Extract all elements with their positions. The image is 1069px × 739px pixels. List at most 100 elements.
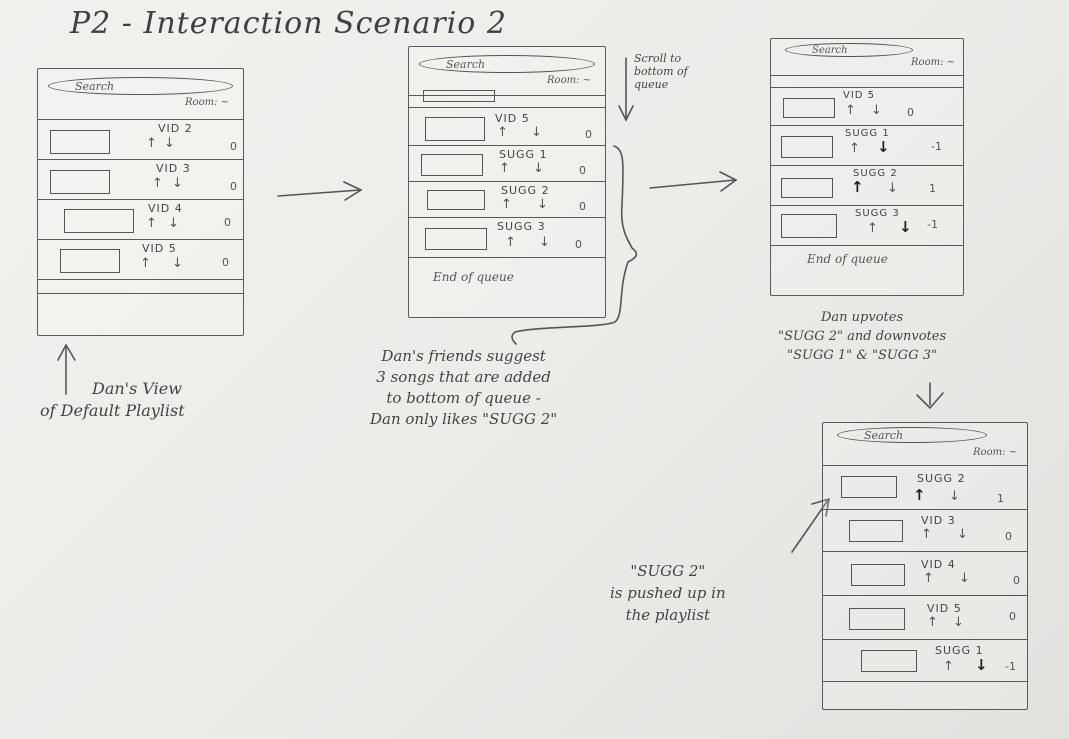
playlist-row[interactable]: VID 2 ↑ ↓ 0 bbox=[38, 119, 243, 159]
votes-note: Dan upvotes "SUGG 2" and downvotes "SUGG… bbox=[778, 308, 946, 365]
up-arrow-icon[interactable]: ↑ bbox=[921, 527, 932, 542]
search-input[interactable]: Search bbox=[837, 427, 987, 443]
video-thumbnail bbox=[425, 228, 487, 250]
down-arrow-icon[interactable]: ↓ bbox=[168, 216, 179, 231]
video-thumbnail bbox=[781, 178, 833, 198]
down-arrow-icon[interactable]: ↓ bbox=[959, 571, 970, 586]
video-thumbnail bbox=[425, 117, 485, 141]
up-arrow-icon[interactable]: ↑ bbox=[501, 197, 512, 212]
flow-arrow-1 bbox=[277, 189, 361, 197]
pushed-note-line: is pushed up in bbox=[610, 584, 726, 602]
up-arrow-icon[interactable]: ↑ bbox=[146, 216, 157, 231]
room-label: Room: ~ bbox=[185, 97, 229, 108]
up-arrow-icon[interactable]: ↑ bbox=[499, 161, 510, 176]
playlist-row[interactable]: VID 3 ↑ ↓ 0 bbox=[38, 159, 243, 199]
up-arrow-icon[interactable]: ↑ bbox=[913, 486, 926, 504]
up-arrow-icon[interactable]: ↑ bbox=[923, 571, 934, 586]
video-name: SUGG 2 bbox=[853, 168, 898, 179]
votes-note-line: Dan upvotes bbox=[820, 310, 904, 325]
playlist-row[interactable]: VID 5 ↑ ↓ 0 bbox=[771, 87, 963, 125]
video-thumbnail bbox=[427, 190, 485, 210]
video-thumbnail bbox=[781, 136, 833, 158]
down-arrow-icon[interactable]: ↓ bbox=[975, 656, 988, 674]
video-thumbnail bbox=[423, 90, 495, 102]
video-name: VID 3 bbox=[921, 514, 956, 527]
vote-score: 0 bbox=[1009, 610, 1016, 623]
up-arrow-icon[interactable]: ↑ bbox=[943, 659, 954, 674]
empty-footer bbox=[38, 293, 243, 294]
vote-score: -1 bbox=[927, 218, 938, 231]
playlist-row[interactable]: VID 3 ↑ ↓ 0 bbox=[823, 509, 1027, 551]
up-arrow-icon[interactable]: ↑ bbox=[849, 141, 860, 156]
room-label: Room: ~ bbox=[547, 75, 591, 86]
video-thumbnail bbox=[851, 564, 905, 586]
friends-note: Dan's friends suggest 3 songs that are a… bbox=[370, 346, 557, 430]
up-arrow-icon[interactable]: ↑ bbox=[851, 178, 864, 196]
up-arrow-icon[interactable]: ↑ bbox=[867, 221, 878, 236]
video-thumbnail bbox=[849, 520, 903, 542]
up-arrow-icon[interactable]: ↑ bbox=[146, 136, 157, 151]
down-arrow-icon[interactable]: ↓ bbox=[949, 489, 960, 504]
down-arrow-icon[interactable]: ↓ bbox=[953, 615, 964, 630]
playlist-row[interactable]: SUGG 1 ↑ ↓ -1 bbox=[771, 125, 963, 165]
down-arrow-icon[interactable]: ↓ bbox=[539, 235, 550, 250]
video-name: VID 4 bbox=[921, 558, 956, 571]
up-arrow-icon[interactable]: ↑ bbox=[152, 176, 163, 191]
playlist-row[interactable]: SUGG 3 ↑ ↓ -1 bbox=[771, 205, 963, 245]
video-thumbnail bbox=[849, 608, 905, 630]
playlist-row[interactable]: VID 4 ↑ ↓ 0 bbox=[38, 199, 243, 239]
phone-reordered-playlist: Search Room: ~ SUGG 2 ↑ ↓ 1 VID 3 ↑ ↓ 0 … bbox=[822, 422, 1028, 710]
search-input[interactable]: Search bbox=[48, 77, 233, 95]
down-arrow-icon[interactable]: ↓ bbox=[533, 161, 544, 176]
video-name: VID 5 bbox=[843, 90, 876, 101]
down-arrow-icon[interactable]: ↓ bbox=[172, 256, 183, 271]
up-arrow-icon[interactable]: ↑ bbox=[497, 125, 508, 140]
down-arrow-icon[interactable]: ↓ bbox=[172, 176, 183, 191]
up-arrow-icon[interactable]: ↑ bbox=[505, 235, 516, 250]
up-arrow-icon[interactable]: ↑ bbox=[927, 615, 938, 630]
video-name: SUGG 1 bbox=[935, 644, 984, 657]
down-arrow-icon[interactable]: ↓ bbox=[537, 197, 548, 212]
friends-note-line: to bottom of queue - bbox=[386, 389, 541, 407]
down-arrow-icon[interactable]: ↓ bbox=[531, 125, 542, 140]
playlist-row[interactable]: VID 5 ↑ ↓ 0 bbox=[409, 107, 605, 145]
friends-note-line: 3 songs that are added bbox=[376, 368, 551, 386]
scroll-note-line: bottom of bbox=[634, 65, 688, 78]
scroll-note-line: queue bbox=[634, 78, 669, 91]
down-arrow-icon[interactable]: ↓ bbox=[887, 181, 898, 196]
video-thumbnail bbox=[421, 154, 483, 176]
search-input[interactable]: Search bbox=[419, 55, 595, 73]
video-thumbnail bbox=[60, 249, 120, 273]
empty-footer bbox=[823, 681, 1027, 709]
up-arrow-icon[interactable]: ↑ bbox=[140, 256, 151, 271]
playlist-row[interactable]: SUGG 3 ↑ ↓ 0 bbox=[409, 217, 605, 257]
up-arrow-icon[interactable]: ↑ bbox=[845, 103, 856, 118]
playlist-row[interactable]: VID 5 ↑ ↓ 0 bbox=[823, 595, 1027, 639]
end-of-queue-label: End of queue bbox=[433, 270, 514, 284]
playlist-row[interactable]: VID 4 ↑ ↓ 0 bbox=[823, 551, 1027, 595]
down-arrow-icon[interactable]: ↓ bbox=[899, 218, 912, 236]
video-name: VID 5 bbox=[495, 112, 530, 125]
playlist-row[interactable]: SUGG 1 ↑ ↓ -1 bbox=[823, 639, 1027, 681]
playlist-row[interactable]: VID 5 ↑ ↓ 0 bbox=[38, 239, 243, 279]
video-name: SUGG 1 bbox=[499, 148, 548, 161]
room-label: Room: ~ bbox=[973, 447, 1017, 458]
down-arrow-icon[interactable]: ↓ bbox=[957, 527, 968, 542]
playlist-row[interactable]: SUGG 2 ↑ ↓ 0 bbox=[409, 181, 605, 217]
vote-score: 0 bbox=[224, 216, 231, 229]
down-arrow-icon[interactable]: ↓ bbox=[164, 136, 175, 151]
down-arrow-icon[interactable]: ↓ bbox=[871, 103, 882, 118]
scrolled-row bbox=[409, 90, 605, 107]
video-name: SUGG 3 bbox=[497, 220, 546, 233]
default-pointer-head bbox=[57, 343, 76, 361]
search-input[interactable]: Search bbox=[785, 43, 913, 57]
video-thumbnail bbox=[781, 214, 837, 238]
room-label: Room: ~ bbox=[911, 57, 955, 68]
vote-score: 0 bbox=[585, 128, 592, 141]
video-name: SUGG 1 bbox=[845, 128, 890, 139]
playlist-row[interactable]: SUGG 2 ↑ ↓ 1 bbox=[823, 465, 1027, 509]
playlist-row[interactable]: SUGG 1 ↑ ↓ 0 bbox=[409, 145, 605, 181]
down-arrow-icon[interactable]: ↓ bbox=[877, 138, 890, 156]
playlist-row[interactable]: SUGG 2 ↑ ↓ 1 bbox=[771, 165, 963, 205]
